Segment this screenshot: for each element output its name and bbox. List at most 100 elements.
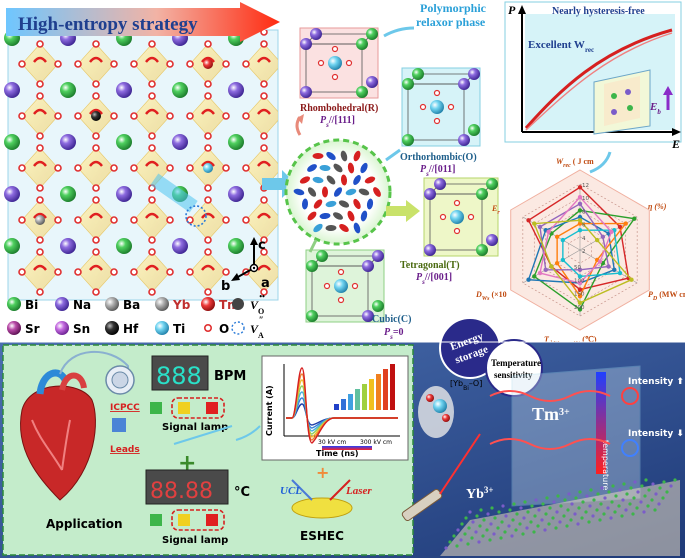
film-atom [504,514,508,518]
a-site-atom [228,134,244,150]
rhombohedral-label: Rhombohedral(R) [300,103,378,114]
cell-atom [468,124,480,136]
signal-lamp-label-2: Signal lamp [162,535,228,546]
film-atom [475,514,479,518]
a-site-atom [116,238,132,254]
eb-inset: Eb [593,69,673,135]
a-site-atom [4,134,20,150]
film-atom [646,504,650,508]
excellent-wrec: Excellent Wrec [528,39,594,54]
relaxor-bubble [284,138,392,246]
radar-point [617,270,623,276]
film-atom [644,478,648,482]
tetragonal-cell: Tetragonal(T) Ps//[001] [400,177,499,286]
radar-point [597,259,603,264]
film-atom [653,508,657,512]
heart-illustration: ICPCC Leads Application [20,351,140,531]
film-atom [556,494,560,498]
energy-bar-inset [334,364,395,410]
legend-sr-icon [7,321,21,335]
b-site-atom [203,163,213,173]
energy-bar [376,374,381,410]
radar-point [594,237,600,243]
ucl-label: UCL [280,485,302,497]
film-atom [592,498,596,502]
a-site-atom [4,82,20,98]
film-atom [467,526,471,530]
film-atom [628,502,632,506]
polar-nanoregion [319,212,331,220]
hysteresis-label: Nearly hysteresis-free [552,6,645,17]
energy-bar [348,394,353,410]
b-site-atom [35,215,45,225]
bpm-unit: BPM [214,369,246,384]
film-atom [525,526,529,530]
polar-nanoregion [366,198,374,210]
film-atom [468,510,472,514]
polar-nanoregion [312,176,324,184]
film-atom [650,498,654,502]
b-site-atom [203,59,213,69]
film-atom [488,538,492,542]
film-atom [555,510,559,514]
a-site-atom [4,186,20,202]
pe-axis-p: P [508,3,516,17]
energy-bar [355,389,360,410]
film-atom [456,528,460,532]
film-atom [512,502,516,506]
film-atom [543,528,547,532]
film-atom [661,496,665,500]
radar-point [577,208,583,213]
cell-atom [356,86,368,98]
film-atom [633,480,637,484]
film-atom [580,516,584,520]
cell-center-atom [334,279,348,293]
radar-ring-label-d: 200 [574,305,585,311]
cell-atom [372,250,384,262]
radar-point [600,234,606,239]
orthorhombic-label: Orthorhombic(O) [400,152,477,163]
polar-nanoregion [333,212,343,220]
film-atom [558,520,562,524]
tm-emission-block: Tm3+ temperature Intensity ⬆ Intensity ⬇ [489,365,684,507]
energy-bar [334,404,339,410]
film-atom [452,534,456,538]
a-site-atom [228,186,244,202]
polar-nanoregion [360,162,368,174]
signal-lamp-label-1: Signal lamp [162,422,228,433]
film-atom [662,480,666,484]
film-atom [657,502,661,506]
film-atom [551,516,555,520]
film-atom [574,496,578,500]
film-atom [466,542,470,546]
bpm-digits: 888 [156,362,202,390]
film-atom [500,520,504,524]
cell-atom [362,260,374,272]
polymorphic-label-2: relaxor phase [416,15,486,29]
cell-atom [366,28,378,40]
film-atom [606,506,610,510]
film-atom [493,516,497,520]
film-atom [559,504,563,508]
radar-ring-label: 2 [582,249,586,255]
film-atom [464,516,468,520]
film-atom [585,494,589,498]
film-atom [479,508,483,512]
polymorphic-arrow [383,26,415,38]
film-atom [492,532,496,536]
radar-point [532,221,537,226]
a-site-atom [172,134,188,150]
bpm-display: 888 BPM Signal lamp [150,355,246,433]
relaxor-to-o-arrow [385,148,401,162]
polar-nanoregion [313,199,323,209]
cell-atom [458,78,470,90]
film-atom [629,486,633,490]
current-time-plot: Current (A) Time (ns) 30 kV cm 300 kV cm [261,355,409,461]
film-atom [600,486,604,490]
film-atom [523,500,527,504]
film-atom [618,488,622,492]
yb-excitation: Yb3+ [401,433,680,556]
polar-nanoregion [340,174,348,186]
legend-ba-icon [105,297,119,311]
tm-label: Tm3+ [532,404,570,424]
